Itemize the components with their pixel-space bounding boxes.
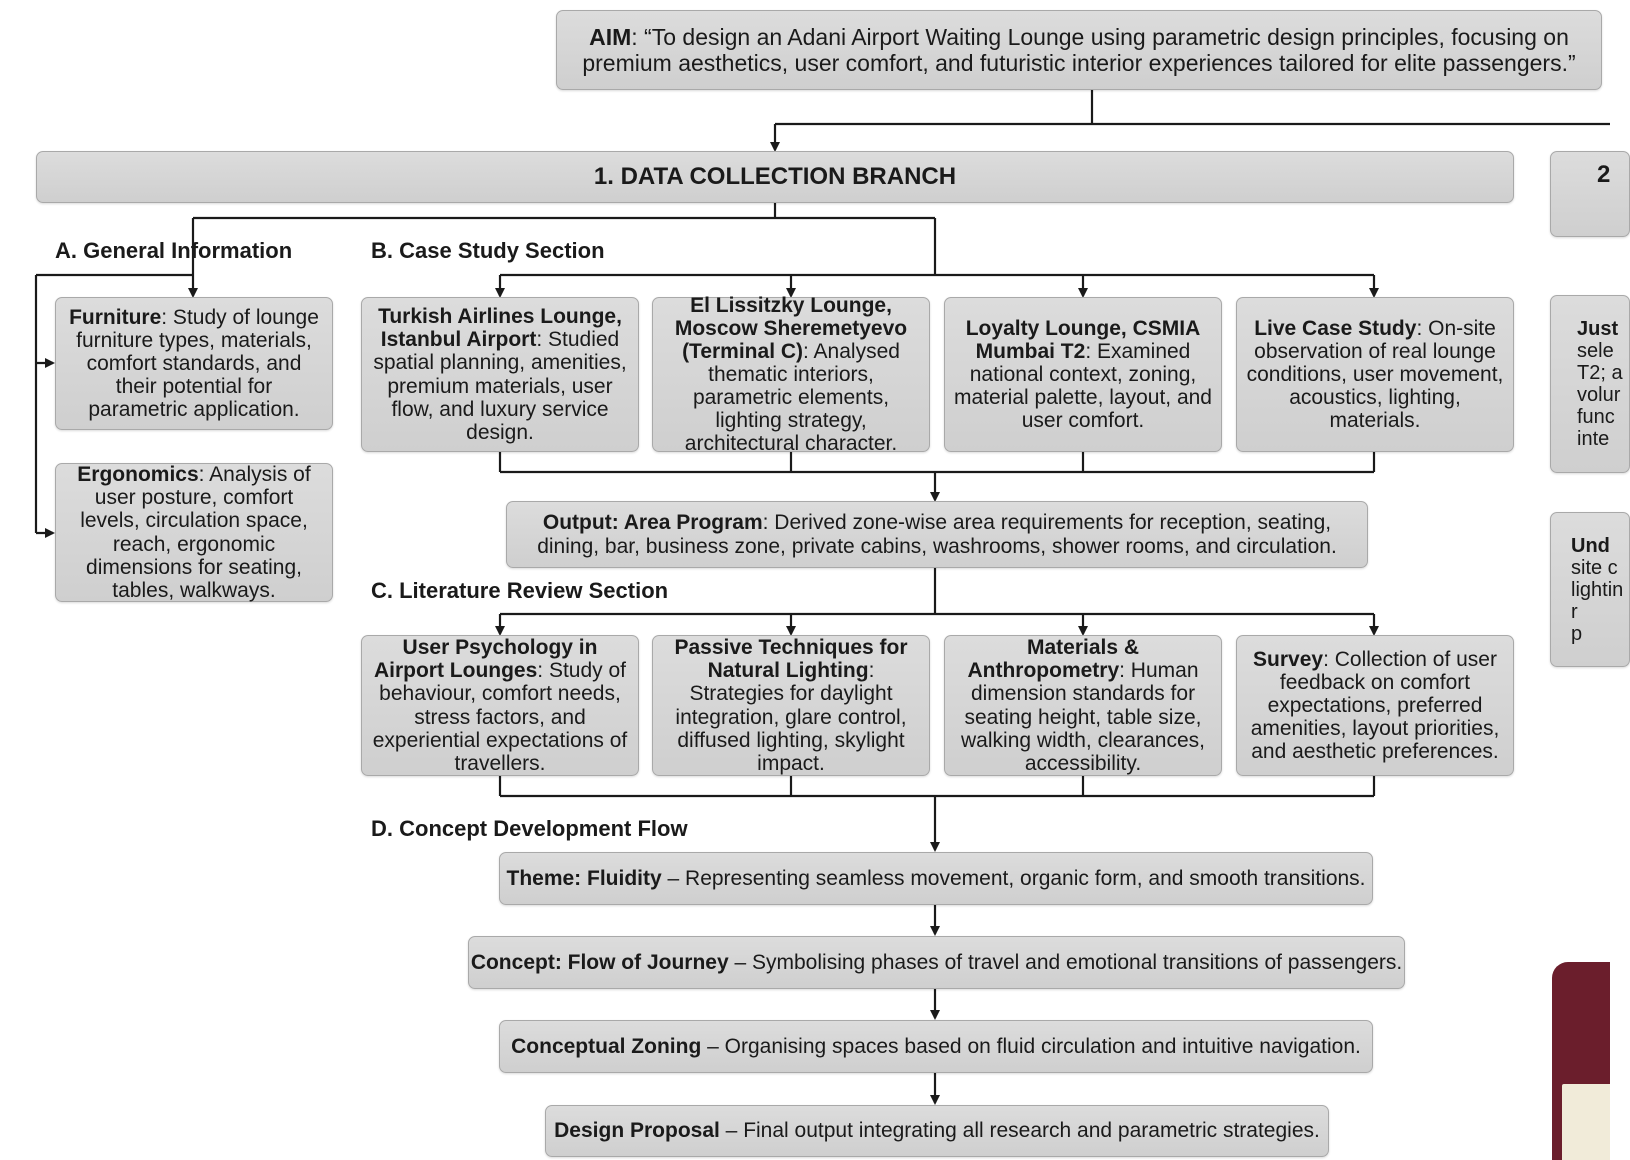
section-a-label: A. General Information	[55, 238, 293, 263]
aim-text: : “To design an Adani Airport Waiting Lo…	[582, 23, 1576, 76]
right-fragment-box-2: Und site c lightin r p	[1550, 512, 1630, 667]
fragment-line: r	[1571, 600, 1578, 623]
fragment-line: func	[1577, 406, 1615, 428]
concept-lead: Theme: Fluidity	[506, 866, 662, 890]
aim-lead: AIM	[589, 23, 632, 50]
literature-text: : Human dimension standards for seating …	[961, 659, 1205, 775]
case-study-text: : Examined national context, zoning, mat…	[954, 339, 1212, 433]
literature-lead: Materials & Anthropometry	[967, 636, 1140, 683]
concept-zoning-box: Conceptual Zoning – Organising spaces ba…	[499, 1020, 1373, 1073]
fragment-line: sele	[1577, 340, 1614, 362]
ergonomics-lead: Ergonomics	[77, 463, 199, 487]
case-study-turkish-box: Turkish Airlines Lounge, Istanbul Airpor…	[361, 297, 639, 452]
general-ergonomics-box: Ergonomics: Analysis of user posture, co…	[55, 463, 333, 602]
ergonomics-text: : Analysis of user posture, comfort leve…	[80, 463, 311, 602]
fragment-line: inte	[1577, 428, 1610, 450]
concept-theme-box: Theme: Fluidity – Representing seamless …	[499, 852, 1373, 905]
fragment-line: Und	[1571, 534, 1610, 557]
case-study-lead: Live Case Study	[1254, 316, 1417, 340]
literature-psychology-box: User Psychology in Airport Lounges: Stud…	[361, 635, 639, 776]
case-study-loyalty-box: Loyalty Lounge, CSMIA Mumbai T2: Examine…	[944, 297, 1222, 452]
concept-lead: Design Proposal	[554, 1119, 720, 1143]
case-study-text: : Analysed thematic interiors, parametri…	[684, 339, 900, 456]
output-text: : Derived zone-wise area requirements fo…	[537, 511, 1337, 558]
data-collection-branch-header: 1. DATA COLLECTION BRANCH	[36, 151, 1514, 203]
maroon-panel	[1552, 962, 1610, 1160]
fragment-line: p	[1571, 622, 1583, 645]
concept-journey-box: Concept: Flow of Journey – Symbolising p…	[468, 936, 1405, 989]
literature-text: : Study of behaviour, comfort needs, str…	[372, 659, 628, 775]
literature-anthropometry-box: Materials & Anthropometry: Human dimensi…	[944, 635, 1222, 776]
case-study-lissitzky-box: El Lissitzky Lounge, Moscow Sheremetyevo…	[652, 293, 930, 456]
furniture-lead: Furniture	[69, 305, 162, 329]
concept-text: – Representing seamless movement, organi…	[661, 866, 1366, 890]
literature-lead: Survey	[1253, 647, 1324, 671]
right-fragment-box-1: Just sele T2; a volur func inte	[1550, 295, 1630, 473]
section-b-label: B. Case Study Section	[371, 238, 605, 263]
concept-text: – Symbolising phases of travel and emoti…	[728, 950, 1403, 974]
section-d-label: D. Concept Development Flow	[371, 816, 688, 841]
general-furniture-box: Furniture: Study of lounge furniture typ…	[55, 297, 333, 430]
branch2-header-fragment: 2	[1550, 151, 1630, 237]
branch2-title: 2	[1597, 161, 1611, 188]
concept-proposal-box: Design Proposal – Final output integrati…	[545, 1105, 1329, 1157]
output-lead: Output: Area Program	[542, 511, 763, 535]
concept-text: – Organising spaces based on fluid circu…	[701, 1034, 1361, 1058]
literature-lead: Passive Techniques for Natural Lighting	[674, 636, 908, 683]
concept-lead: Concept: Flow of Journey	[470, 950, 729, 974]
case-study-text: : Studied spatial planning, amenities, p…	[373, 328, 627, 444]
case-study-text: : On-site observation of real lounge con…	[1246, 316, 1504, 433]
case-study-lead: El Lissitzky Lounge, Moscow Sheremetyevo…	[674, 293, 908, 363]
case-study-lead: Loyalty Lounge, CSMIA Mumbai T2	[965, 316, 1201, 363]
output-area-program-box: Output: Area Program: Derived zone-wise …	[506, 501, 1368, 568]
case-study-lead: Turkish Airlines Lounge, Istanbul Airpor…	[378, 305, 622, 352]
aim-box: AIM: “To design an Adani Airport Waiting…	[556, 10, 1602, 90]
case-study-live-box: Live Case Study: On-site observation of …	[1236, 297, 1514, 452]
literature-lead: User Psychology in Airport Lounges	[373, 636, 598, 683]
maroon-panel-inner	[1562, 1084, 1610, 1160]
furniture-text: : Study of lounge furniture types, mater…	[76, 305, 319, 422]
literature-text: : Strategies for daylight integration, g…	[675, 659, 907, 775]
fragment-line: Just	[1577, 318, 1619, 340]
concept-text: – Final output integrating all research …	[719, 1119, 1320, 1143]
fragment-line: volur	[1577, 384, 1621, 406]
branch1-title: 1. DATA COLLECTION BRANCH	[593, 162, 957, 190]
section-c-label: C. Literature Review Section	[371, 578, 669, 603]
concept-lead: Conceptual Zoning	[511, 1034, 702, 1058]
fragment-line: T2; a	[1577, 362, 1623, 384]
fragment-line: site c	[1571, 556, 1618, 579]
literature-survey-box: Survey: Collection of user feedback on c…	[1236, 635, 1514, 776]
fragment-line: lightin	[1571, 578, 1624, 601]
literature-lighting-box: Passive Techniques for Natural Lighting:…	[652, 635, 930, 776]
literature-text: : Collection of user feedback on comfort…	[1250, 647, 1500, 764]
